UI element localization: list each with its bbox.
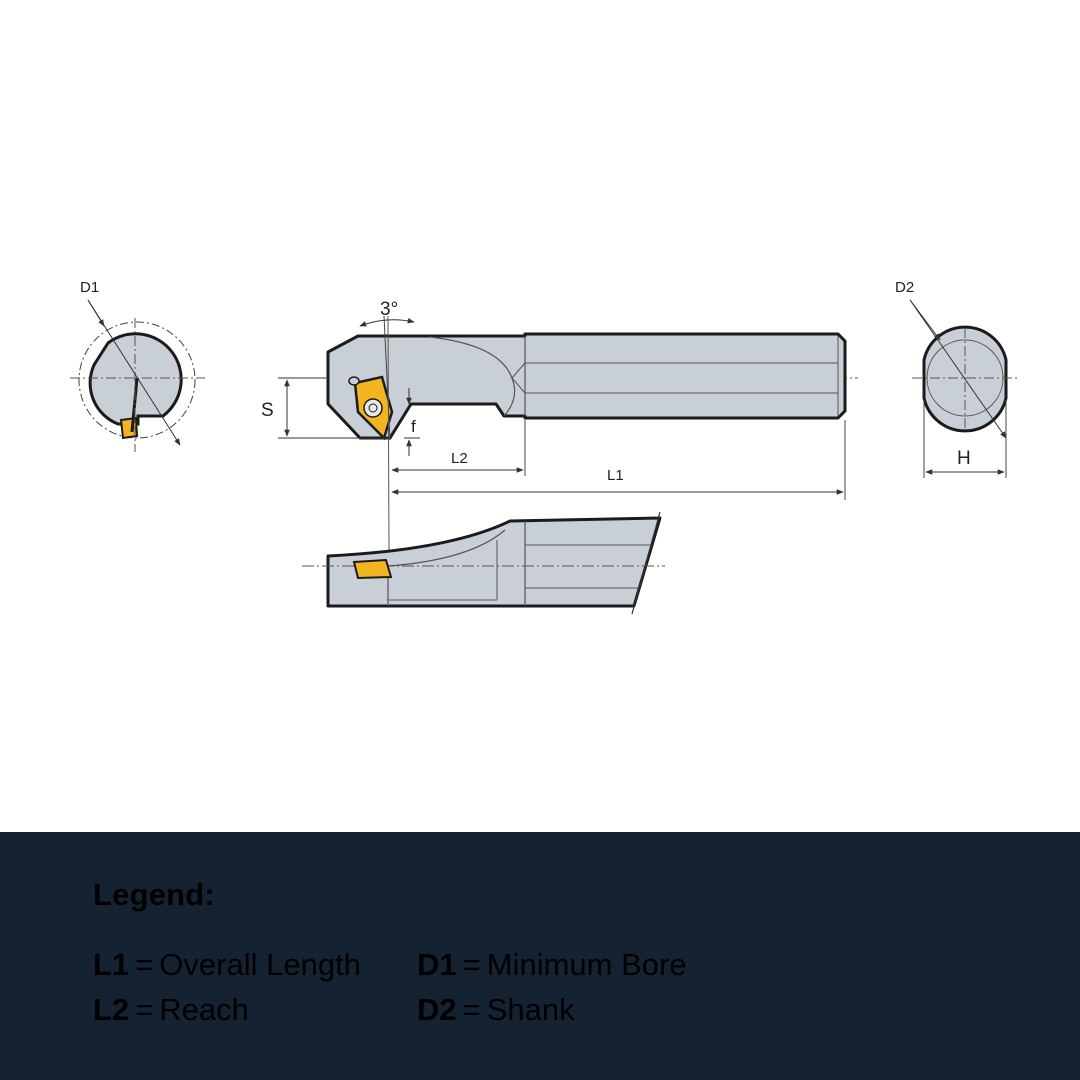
- top-view-body: [326, 516, 662, 608]
- f-label: f: [411, 417, 416, 436]
- legend-equals: =: [135, 992, 154, 1027]
- l2-label: L2: [451, 450, 468, 467]
- legend-equals: =: [462, 992, 481, 1027]
- d1-label: D1: [80, 279, 99, 296]
- legend-key: L2: [93, 992, 130, 1027]
- legend-item-l1: L1=Overall Length: [93, 947, 361, 983]
- legend-key: D2: [417, 992, 457, 1027]
- legend-item-d1: D1=Minimum Bore: [417, 947, 687, 983]
- d2-dimension-line: [909, 299, 1007, 439]
- legend-item-l2: L2=Reach: [93, 992, 249, 1028]
- side-view: 3° S f L2 L1: [261, 299, 858, 551]
- top-view: [302, 511, 665, 615]
- h-label: H: [957, 448, 971, 469]
- rear-end-view: D2 H: [895, 279, 1018, 478]
- legend-equals: =: [135, 947, 154, 982]
- legend-key: D1: [417, 947, 457, 982]
- l1-label: L1: [607, 467, 624, 484]
- boring-bar-technical-drawing: D1 3° S f: [70, 279, 1018, 615]
- legend-value: Shank: [486, 992, 575, 1027]
- legend-value: Minimum Bore: [486, 947, 687, 982]
- top-view-insert: [352, 558, 393, 580]
- angle-label: 3°: [380, 299, 398, 320]
- d2-label: D2: [895, 279, 914, 296]
- legend-title: Legend:: [93, 877, 215, 912]
- bar-body: [326, 332, 847, 440]
- insert-screw: [363, 398, 383, 418]
- legend-key: L1: [93, 947, 130, 982]
- legend-item-d2: D2=Shank: [417, 992, 575, 1028]
- s-label: S: [261, 400, 274, 421]
- legend-value: Overall Length: [159, 947, 361, 982]
- legend-value: Reach: [159, 992, 249, 1027]
- front-end-view: D1: [70, 279, 205, 452]
- legend-panel: [0, 832, 1080, 1080]
- legend-equals: =: [462, 947, 481, 982]
- min-bore-circle: [78, 321, 196, 439]
